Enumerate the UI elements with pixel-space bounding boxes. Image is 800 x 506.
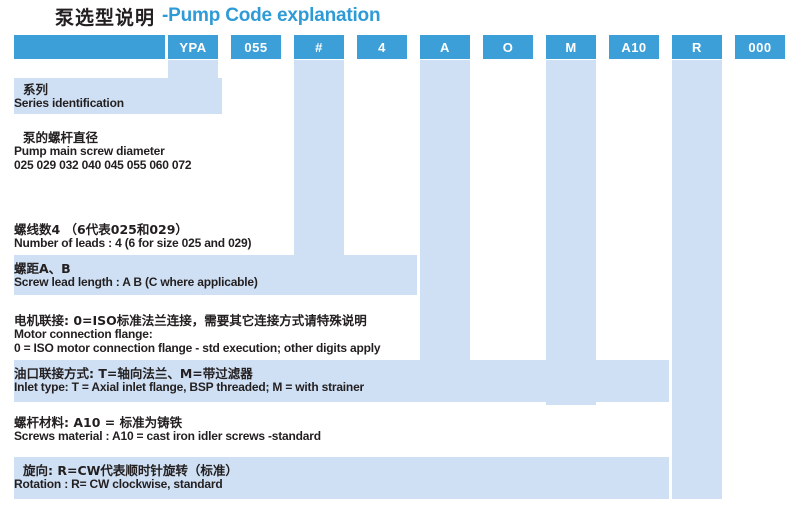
description-row-screw-lead-length-chinese: 螺距A、B	[14, 261, 71, 276]
code-box-6[interactable]: M	[546, 35, 596, 59]
description-row-screw-diameter: 泵的螺杆直径 Pump main screw diameter 025 029 …	[14, 130, 192, 172]
code-box-4-label: A	[440, 39, 450, 55]
connector-band-a	[420, 60, 470, 360]
description-row-motor-connection-english-1: 0 = ISO motor connection flange - std ex…	[14, 340, 381, 355]
connector-band-ypa	[168, 60, 218, 114]
code-box-0-label: YPA	[179, 39, 207, 55]
description-row-inlet-type: 油口联接方式: T=轴向法兰、M=带过滤器 Inlet type: T = Ax…	[14, 366, 364, 395]
code-box-4[interactable]: A	[420, 35, 470, 59]
description-row-screw-lead-length-english-0: Screw lead length : A B (C where applica…	[14, 275, 258, 289]
description-row-screws-material-english-0: Screws material : A10 = cast iron idler …	[14, 429, 321, 443]
code-box-3[interactable]: 4	[357, 35, 407, 59]
code-box-1-label: 055	[244, 39, 268, 55]
description-row-screws-material: 螺杆材料: A10 = 标准为铸铁 Screws material : A10 …	[14, 415, 321, 444]
code-box-9[interactable]: 000	[735, 35, 785, 59]
page-title-chinese: 泵选型说明	[55, 6, 156, 29]
description-row-screw-diameter-english-0: Pump main screw diameter	[14, 144, 165, 158]
description-row-inlet-type-chinese: 油口联接方式: T=轴向法兰、M=带过滤器	[14, 366, 253, 381]
code-box-2-label: #	[315, 39, 323, 55]
row-band-screw-lead	[14, 255, 417, 295]
code-box-5-label: O	[502, 39, 514, 55]
description-row-number-of-leads-english-0: Number of leads : 4 (6 for size 025 and …	[14, 236, 252, 250]
description-row-motor-connection-chinese: 电机联接: 0=ISO标准法兰连接，需要其它连接方式请特殊说明	[14, 313, 367, 328]
code-box-8-label: R	[692, 39, 702, 55]
description-row-screw-diameter-chinese: 泵的螺杆直径	[23, 130, 99, 145]
code-box-7[interactable]: A10	[609, 35, 659, 59]
description-row-number-of-leads: 螺线数4 （6代表025和029） Number of leads : 4 (6…	[14, 222, 251, 251]
description-row-series: 系列 Series identification	[14, 82, 124, 111]
code-box-2[interactable]: #	[294, 35, 344, 59]
description-row-screw-diameter-english-1: 025 029 032 040 045 055 060 072	[14, 157, 192, 172]
row-band-rotation	[14, 457, 669, 499]
description-row-screws-material-chinese: 螺杆材料: A10 = 标准为铸铁	[14, 415, 183, 430]
description-row-series-chinese: 系列	[23, 82, 49, 97]
code-box-7-label: A10	[621, 39, 647, 55]
description-row-inlet-type-english-0: Inlet type: T = Axial inlet flange, BSP …	[14, 380, 365, 394]
code-box-6-label: M	[565, 39, 577, 55]
description-row-rotation-english-0: Rotation : R= CW clockwise, standard	[14, 477, 223, 491]
description-row-rotation: 旋向: R=CW代表顺时针旋转（标准） Rotation : R= CW clo…	[14, 463, 238, 492]
connector-band-r	[672, 60, 722, 499]
description-row-motor-connection-english-0: Motor connection flange:	[14, 327, 153, 341]
description-row-series-english-0: Series identification	[14, 96, 124, 110]
description-row-motor-connection: 电机联接: 0=ISO标准法兰连接，需要其它连接方式请特殊说明 Motor co…	[14, 313, 381, 355]
code-box-8[interactable]: R	[672, 35, 722, 59]
code-box-3-label: 4	[378, 39, 386, 55]
description-row-screw-lead-length: 螺距A、B Screw lead length : A B (C where a…	[14, 261, 258, 290]
connector-band-hash	[294, 60, 344, 255]
description-row-rotation-chinese: 旋向: R=CW代表顺时针旋转（标准）	[23, 463, 238, 478]
code-box-0[interactable]: YPA	[168, 35, 218, 59]
code-box-9-label: 000	[748, 39, 772, 55]
description-row-number-of-leads-chinese: 螺线数4 （6代表025和029）	[14, 222, 188, 237]
page-title: 泵选型说明 -Pump Code explanation	[0, 0, 800, 32]
page-title-english: -Pump Code explanation	[162, 5, 381, 26]
header-left-bar	[14, 35, 165, 59]
code-box-5[interactable]: O	[483, 35, 533, 59]
connector-band-m	[546, 60, 596, 405]
code-box-1[interactable]: 055	[231, 35, 281, 59]
